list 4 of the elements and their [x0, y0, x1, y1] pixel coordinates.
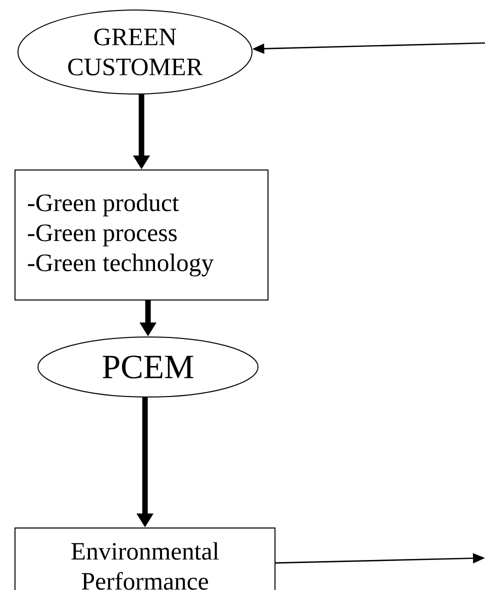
process-box: -Green product -Green process -Green technology	[14, 170, 268, 300]
process-box: Environmental Performance	[14, 528, 276, 590]
ellipse-node: PCEM	[38, 336, 258, 398]
ellipse-node: GREEN CUSTOMER	[18, 10, 252, 94]
